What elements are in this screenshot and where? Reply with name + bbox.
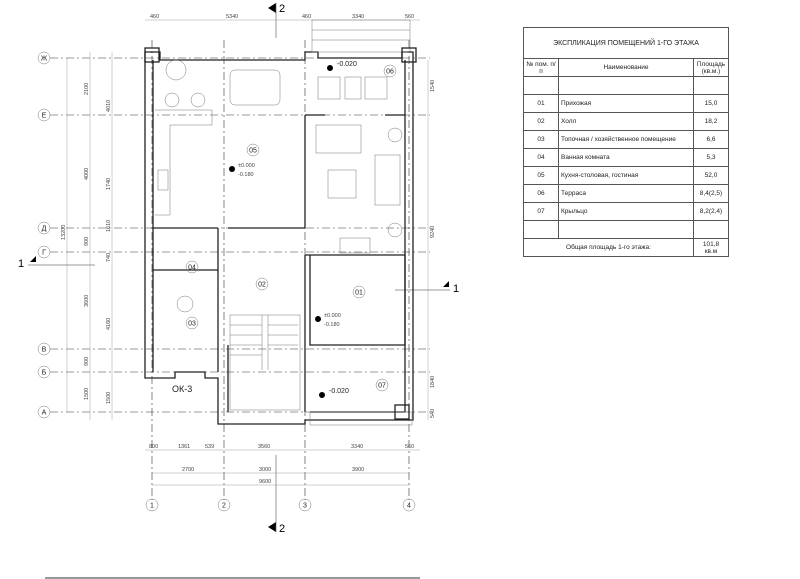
- svg-text:900: 900: [84, 237, 90, 246]
- svg-text:В: В: [42, 347, 47, 354]
- dimensions: 460 5340 460 3340 560 800 1361 539 3560 …: [61, 14, 436, 486]
- svg-text:1540: 1540: [430, 80, 436, 92]
- svg-text:01: 01: [355, 290, 363, 297]
- svg-text:3900: 3900: [352, 467, 364, 473]
- svg-text:900: 900: [84, 357, 90, 366]
- room-schedule-table: ЭКСПЛИКАЦИЯ ПОМЕЩЕНИЙ 1-ГО ЭТАЖА № пом. …: [523, 27, 729, 257]
- svg-text:А: А: [42, 410, 47, 417]
- svg-text:06: 06: [386, 69, 394, 76]
- svg-text:2100: 2100: [84, 83, 90, 95]
- svg-text:13200: 13200: [61, 225, 67, 240]
- svg-text:-0.180: -0.180: [238, 172, 254, 178]
- svg-text:±0.000: ±0.000: [238, 163, 255, 169]
- svg-text:1500: 1500: [84, 388, 90, 400]
- header-name: Наименование: [558, 58, 694, 77]
- svg-text:3340: 3340: [352, 14, 364, 20]
- svg-text:03: 03: [188, 321, 196, 328]
- svg-text:4010: 4010: [106, 100, 112, 112]
- svg-text:05: 05: [249, 148, 257, 155]
- svg-text:1500: 1500: [106, 392, 112, 404]
- svg-text:2: 2: [279, 3, 285, 15]
- svg-text:±0.000: ±0.000: [324, 313, 341, 319]
- svg-text:07: 07: [378, 383, 386, 390]
- svg-text:1840: 1840: [430, 376, 436, 388]
- section-markers: 2 2 1 1: [18, 3, 459, 535]
- header-number: № пом. п/п: [523, 58, 559, 77]
- svg-text:540: 540: [430, 409, 436, 418]
- svg-text:Е: Е: [42, 113, 47, 120]
- svg-text:460: 460: [302, 14, 311, 20]
- svg-text:5340: 5340: [226, 14, 238, 20]
- svg-text:3000: 3000: [259, 467, 271, 473]
- svg-text:2: 2: [222, 503, 226, 510]
- svg-text:04: 04: [188, 265, 196, 272]
- walls: [144, 19, 417, 426]
- svg-text:560: 560: [405, 14, 414, 20]
- svg-text:800: 800: [149, 444, 158, 450]
- svg-text:2: 2: [279, 523, 285, 535]
- furniture: [155, 59, 403, 313]
- svg-text:4000: 4000: [84, 168, 90, 180]
- room-tags: 01 02 03 04 05 06 07: [185, 64, 397, 392]
- table-total-row: Общая площадь 1-го этажа:101,8 кв.м: [523, 238, 729, 257]
- svg-text:3600: 3600: [84, 295, 90, 307]
- svg-text:Д: Д: [42, 226, 47, 233]
- svg-text:9600: 9600: [259, 479, 271, 485]
- svg-text:560: 560: [405, 444, 414, 450]
- svg-text:1: 1: [18, 258, 24, 270]
- svg-text:740: 740: [106, 253, 112, 262]
- svg-text:-0.020: -0.020: [329, 388, 349, 395]
- svg-text:1740: 1740: [106, 178, 112, 190]
- level-marks: ±0.000-0.180 ±0.000-0.180 -0.020 -0.020 …: [172, 61, 357, 398]
- svg-text:Г: Г: [42, 250, 46, 257]
- svg-text:2700: 2700: [182, 467, 194, 473]
- svg-text:1: 1: [453, 283, 459, 295]
- svg-text:3340: 3340: [351, 444, 363, 450]
- window-mark: ОК-3: [172, 384, 192, 394]
- svg-text:4160: 4160: [106, 318, 112, 330]
- svg-text:539: 539: [205, 444, 214, 450]
- svg-text:Ж: Ж: [41, 56, 48, 63]
- svg-text:9240: 9240: [430, 226, 436, 238]
- svg-text:1: 1: [150, 503, 154, 510]
- svg-text:02: 02: [258, 282, 266, 289]
- axis-markers: Ж Е Д Г В Б А 1 2 3 4: [37, 51, 416, 512]
- svg-text:-0.020: -0.020: [337, 61, 357, 68]
- svg-text:460: 460: [150, 14, 159, 20]
- svg-text:4: 4: [407, 503, 411, 510]
- header-area: Площадь (кв.м.): [693, 58, 729, 77]
- svg-text:3560: 3560: [258, 444, 270, 450]
- svg-text:-0.180: -0.180: [324, 322, 340, 328]
- svg-text:1610: 1610: [106, 220, 112, 232]
- table-title: ЭКСПЛИКАЦИЯ ПОМЕЩЕНИЙ 1-ГО ЭТАЖА: [523, 27, 729, 59]
- svg-text:3: 3: [303, 503, 307, 510]
- svg-text:Б: Б: [42, 370, 47, 377]
- svg-text:1361: 1361: [178, 444, 190, 450]
